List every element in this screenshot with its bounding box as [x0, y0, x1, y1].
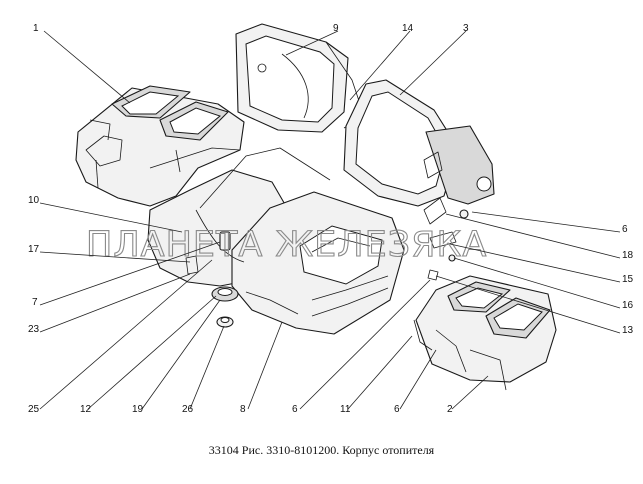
bottom-housing	[147, 147, 405, 335]
callout-1: 1	[33, 23, 39, 34]
callout-16: 16	[622, 300, 634, 311]
small-hardware	[423, 197, 469, 281]
callout-11: 11	[340, 404, 351, 415]
callout-19: 19	[132, 404, 144, 415]
callout-14: 14	[402, 23, 414, 34]
flap-frame	[235, 23, 365, 133]
callout-6-bottom-b: 6	[394, 404, 400, 415]
callout-6-right: 6	[622, 224, 628, 235]
callout-15: 15	[622, 274, 634, 285]
callout-6-bottom-a: 6	[292, 404, 298, 415]
callout-17: 17	[28, 244, 40, 255]
fittings	[185, 231, 239, 328]
callout-10: 10	[28, 195, 40, 206]
callout-8: 8	[240, 404, 246, 415]
callout-13: 13	[622, 325, 634, 336]
callout-labels: 1 9 14 3 10 17 7 23 25 12 19 26 8 6 11 6…	[28, 23, 634, 415]
callout-23: 23	[28, 324, 40, 335]
leader-lines	[39, 30, 621, 410]
right-heater-casing	[413, 275, 557, 391]
callout-7: 7	[32, 297, 38, 308]
right-flap-frame	[343, 79, 495, 207]
callout-9: 9	[333, 23, 339, 34]
watermark-text: ПЛАНЕТА ЖЕЛЕЗЯКА	[86, 225, 487, 265]
figure-caption: 33104 Рис. 3310-8101200. Корпус отопител…	[208, 443, 435, 457]
callout-26: 26	[182, 404, 194, 415]
left-heater-casing	[75, 85, 245, 207]
callout-12: 12	[80, 404, 92, 415]
callout-25: 25	[28, 404, 40, 415]
callout-18: 18	[622, 250, 634, 261]
callout-2: 2	[447, 404, 453, 415]
callout-3: 3	[463, 23, 469, 34]
